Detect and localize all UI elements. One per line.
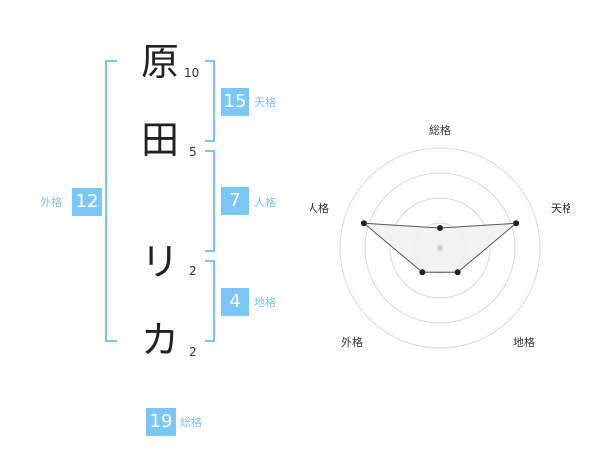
- radar-point-0: [437, 225, 443, 231]
- gaikaku-bracket: [105, 60, 117, 342]
- jinkaku-bracket: [205, 150, 215, 252]
- radar-point-4: [360, 220, 367, 227]
- soukaku-label: 総格: [180, 416, 202, 429]
- radar-point-2: [454, 269, 461, 276]
- name-char-1: 原: [140, 40, 179, 84]
- radar-point-1: [513, 220, 520, 227]
- jinkaku-badge: 7: [221, 187, 249, 215]
- radar-grid-ring: [389, 197, 491, 299]
- radar-axis-label-chikaku: 地格: [513, 335, 535, 349]
- name-char-3: リ: [140, 240, 179, 284]
- soukaku-badge: 19: [146, 408, 176, 436]
- name-char-4: カ: [140, 318, 179, 362]
- radar-points: [360, 220, 520, 276]
- stroke-count-2: 5: [189, 145, 197, 159]
- stroke-count-1: 10: [184, 66, 200, 80]
- chikaku-badge: 4: [221, 288, 249, 316]
- radar-axis-label-gaikaku: 外格: [341, 335, 363, 349]
- tenkaku-bracket: [205, 60, 215, 142]
- gaikaku-badge: 12: [72, 188, 102, 216]
- gaikaku-label: 外格: [40, 196, 62, 209]
- chikaku-label: 地格: [254, 296, 276, 309]
- radar-point-3: [419, 269, 426, 276]
- radar-grid: [339, 147, 541, 349]
- radar-center-dot: [437, 245, 443, 251]
- tenkaku-label: 天格: [254, 96, 276, 109]
- jinkaku-label: 人格: [254, 196, 276, 209]
- radar-axis-label-jinkaku: 人格: [310, 201, 329, 215]
- radar-grid-ring: [339, 147, 541, 349]
- stroke-count-4: 2: [189, 345, 197, 359]
- stroke-count-3: 2: [189, 264, 197, 278]
- name-char-2: 田: [140, 118, 179, 162]
- chikaku-bracket: [205, 260, 215, 342]
- radar-axis-label-soukaku: 総格: [429, 123, 451, 137]
- radar-grid-ring: [364, 172, 516, 324]
- tenkaku-badge: 15: [221, 88, 249, 116]
- radar-chart: 総格 天格 地格 外格 人格: [310, 123, 570, 349]
- radar-axis-label-tenkaku: 天格: [551, 201, 570, 215]
